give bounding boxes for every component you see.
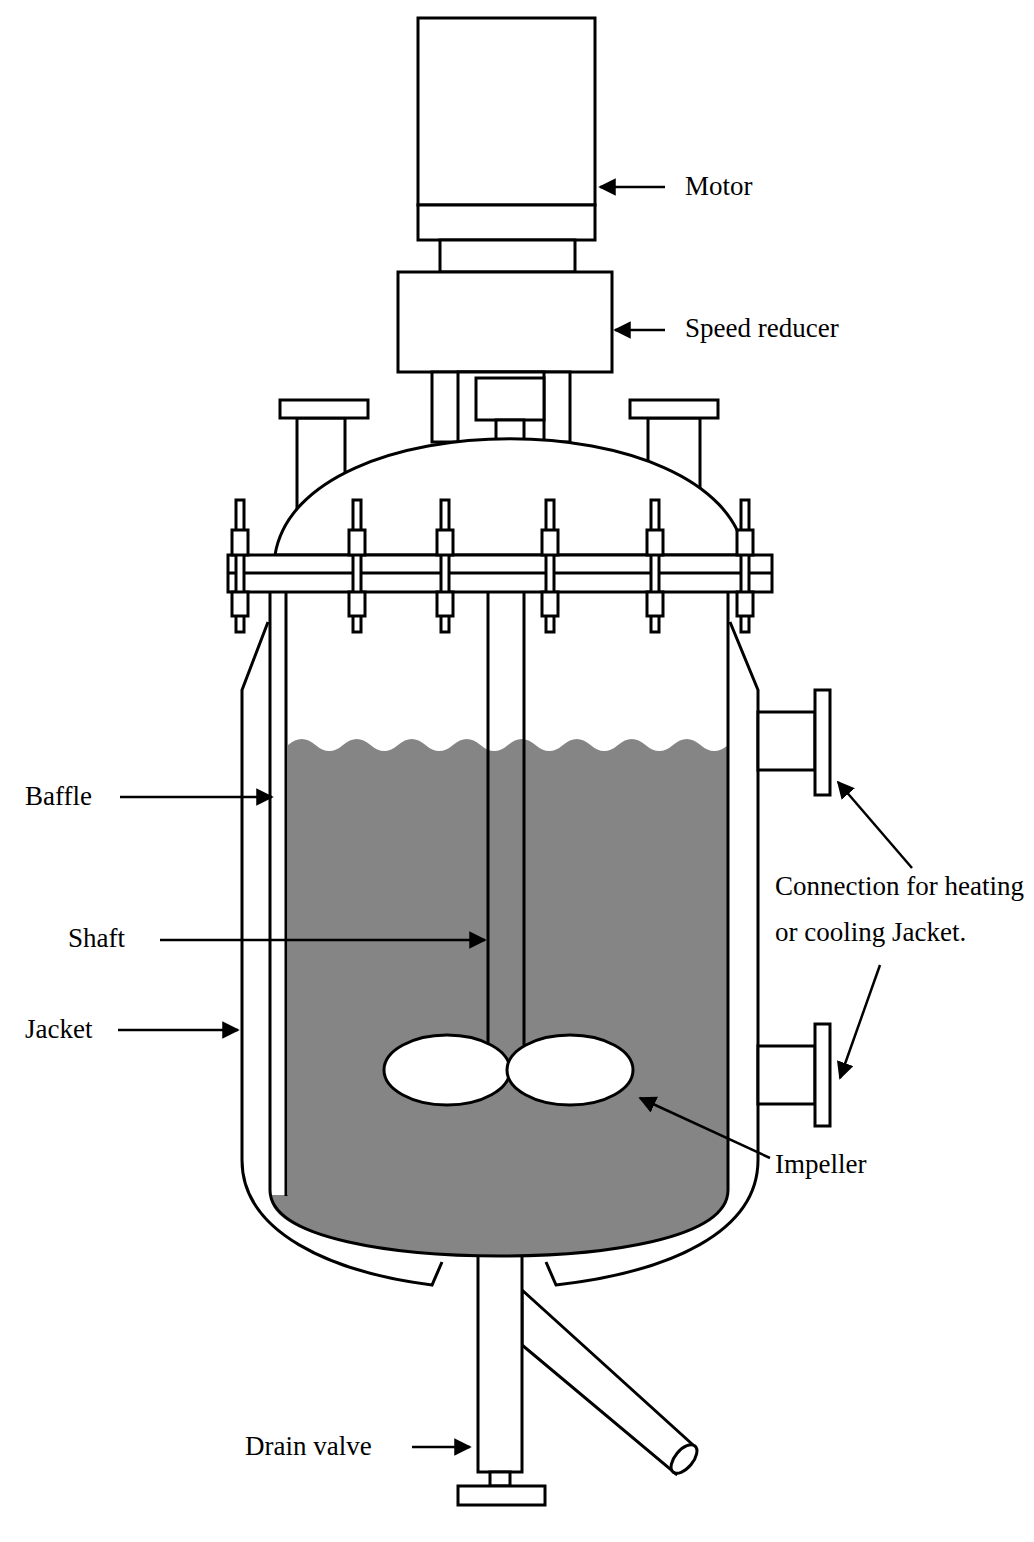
valve-stem xyxy=(490,1472,510,1486)
drive-support-inner xyxy=(458,372,544,442)
shaft xyxy=(487,592,490,1050)
bolt-nut xyxy=(737,592,753,616)
vessel-wall xyxy=(270,592,728,1256)
part-label: Speed reducer xyxy=(685,312,839,344)
impeller-blade xyxy=(384,1035,510,1105)
leader-arrow xyxy=(838,782,912,868)
motor-neck xyxy=(440,240,575,272)
dome-head xyxy=(275,439,745,555)
bolt-nut xyxy=(437,592,453,616)
bolt-nut xyxy=(542,530,558,555)
bolt-nut xyxy=(349,530,365,555)
bolt-nut xyxy=(349,592,365,616)
jacket-connection-flange xyxy=(815,1024,830,1126)
part-label: Jacket xyxy=(25,1013,92,1045)
shaft xyxy=(523,592,526,1050)
speed-reducer-box xyxy=(398,272,612,372)
leader-arrow xyxy=(840,965,880,1078)
leader-arrow xyxy=(600,186,665,189)
drain-outlet xyxy=(666,1440,702,1478)
bolt-nut xyxy=(737,530,753,555)
leader-arrow xyxy=(160,939,485,942)
bolt-nut xyxy=(232,592,248,616)
jacket-connection-flange xyxy=(815,690,830,795)
leader-arrow xyxy=(120,796,272,799)
valve-handwheel xyxy=(458,1486,545,1505)
part-label: Drain valve xyxy=(245,1430,372,1462)
part-label: Motor xyxy=(685,170,753,202)
flange-bolts xyxy=(232,500,753,632)
bolt-nut xyxy=(542,592,558,616)
motor-base xyxy=(418,205,595,240)
bolt-nut xyxy=(232,530,248,555)
leader-arrow xyxy=(615,329,665,332)
nozzle-flange xyxy=(630,400,718,418)
impeller-blade xyxy=(507,1035,633,1105)
body-flange xyxy=(228,555,772,592)
drive-support xyxy=(432,372,570,442)
bolt-nut xyxy=(647,530,663,555)
leader-arrow xyxy=(412,1446,470,1449)
leader-arrow xyxy=(118,1029,238,1032)
part-label: Impeller xyxy=(775,1148,866,1180)
nozzle-flange xyxy=(280,400,368,418)
part-label: Baffle xyxy=(25,780,92,812)
part-label: Connection for heating or cooling Jacket… xyxy=(775,863,1034,955)
jacket-connection-pipe xyxy=(758,1046,815,1104)
bolt-nut xyxy=(647,592,663,616)
shaft-coupling xyxy=(476,378,544,420)
drain-pipe xyxy=(478,1250,522,1472)
flange-joint xyxy=(228,572,772,575)
baffle xyxy=(285,592,288,1196)
part-label: Shaft xyxy=(68,922,125,954)
drain-branch xyxy=(522,1290,692,1474)
bolt-nut xyxy=(437,530,453,555)
leader-arrow xyxy=(640,1098,770,1158)
liquid xyxy=(270,739,728,1256)
jacket-connection-pipe xyxy=(758,712,815,770)
motor-body xyxy=(418,18,595,205)
